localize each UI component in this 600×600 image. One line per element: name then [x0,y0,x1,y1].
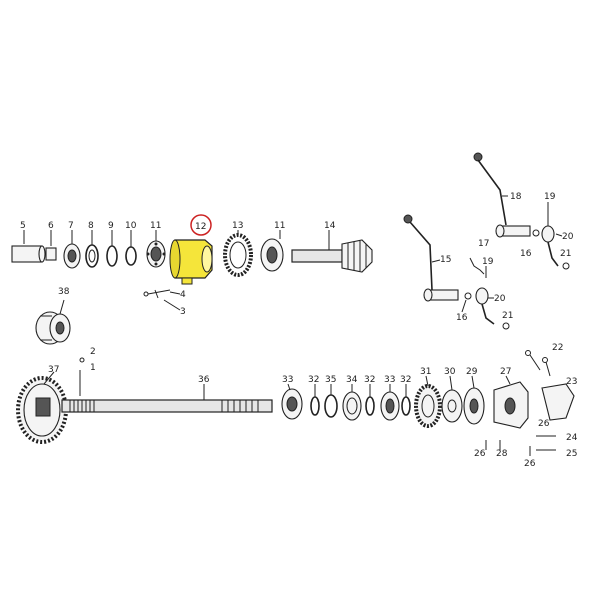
label-33: 33 [282,375,293,385]
part-5-cylinder [11,245,46,263]
label-7: 7 [68,221,74,231]
label-5: 5 [20,221,26,231]
label-19a: 19 [544,192,556,202]
label-18: 18 [510,192,522,202]
part-21-upper-link [547,241,570,270]
label-1: 1 [90,363,96,373]
label-4: 4 [180,290,186,300]
label-22: 22 [552,343,563,353]
label-26b: 26 [474,449,486,459]
label-28: 28 [496,449,508,459]
part-1-2-pins [79,357,85,396]
part-19-20-upper-pin [532,216,555,243]
part-22-bolts [525,350,551,377]
part-23-yoke [541,383,575,421]
label-37: 37 [48,365,59,375]
part-12-housing-highlighted[interactable] [169,239,213,285]
label-32a: 32 [308,375,319,385]
label-29: 29 [466,367,478,377]
leader-lines [23,195,563,400]
part-11-bearing-second [260,238,284,272]
part-3-4-bolt [143,289,171,299]
part-36-main-shaft [61,399,273,413]
part-38-coupling [35,311,71,345]
label-32c: 32 [400,375,411,385]
part-9-washer [106,245,118,267]
part-33-bearing-second [380,391,400,421]
label-33b: 33 [384,375,395,385]
part-8-ring [85,244,99,268]
label-35: 35 [325,375,336,385]
label-16a: 16 [520,249,532,259]
label-11b: 11 [274,221,285,231]
label-14: 14 [324,221,336,231]
part-29-flange [463,387,485,425]
part-15-lever [403,214,459,302]
part-31-gear-ring [414,384,442,428]
label-13: 13 [232,221,243,231]
part-17-19-spring-pin [469,257,487,278]
part-18-lever [473,152,531,238]
label-34: 34 [346,375,358,385]
label-19b: 19 [482,257,494,267]
part-14-pinion-shaft [291,239,373,273]
label-38: 38 [58,287,70,297]
label-36: 36 [198,375,210,385]
label-23: 23 [566,377,577,387]
label-17: 17 [478,239,489,249]
label-27: 27 [500,367,511,377]
highlight-circle [190,214,212,236]
part-24-25-26-28-fasteners [485,435,556,456]
label-20a: 20 [562,232,574,242]
part-6-spacer [45,247,57,261]
part-30-washer [441,389,463,423]
part-34-bearing [342,391,362,421]
label-11a: 11 [150,221,161,231]
label-12: 12 [195,222,206,232]
part-labels: 5 6 7 8 9 10 11 12 13 11 14 4 3 18 19 20… [20,192,578,469]
part-37-gear [16,376,68,444]
label-10: 10 [125,221,137,231]
part-21-lower-link [481,303,510,330]
label-26a: 26 [538,419,550,429]
label-6: 6 [48,221,54,231]
label-24: 24 [566,433,578,443]
label-30: 30 [444,367,456,377]
part-35-ring [324,394,338,418]
label-31: 31 [420,367,431,377]
part-11-bearing [146,240,166,268]
label-2: 2 [90,347,96,357]
part-27-hub [493,381,529,429]
label-26c: 26 [524,459,536,469]
part-7-bearing [63,243,81,269]
label-16b: 16 [456,313,468,323]
part-13-gasket [223,233,253,277]
part-10-washer [125,246,137,266]
label-8: 8 [88,221,94,231]
label-15: 15 [440,255,451,265]
label-21b: 21 [502,311,513,321]
label-9: 9 [108,221,114,231]
label-32b: 32 [364,375,375,385]
label-20b: 20 [494,294,506,304]
label-3: 3 [180,307,186,317]
label-25: 25 [566,449,577,459]
label-21a: 21 [560,249,571,259]
part-16-20-lower-pin [464,287,489,305]
part-33-bearing [281,388,303,420]
